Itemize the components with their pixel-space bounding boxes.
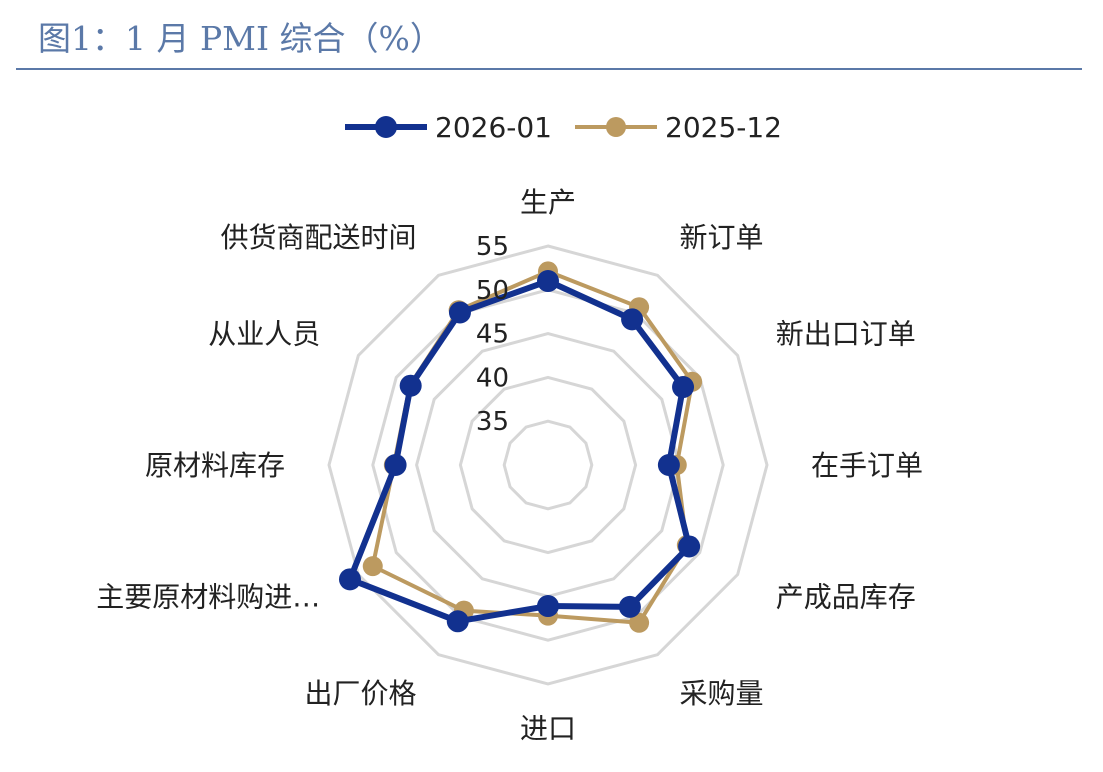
title-underline [16,68,1082,70]
data-point-2026-01 [448,301,471,324]
data-point-2026-01 [384,454,407,476]
data-point-2026-01 [678,535,701,558]
grid-ring [458,375,638,555]
category-label: 供货商配送时间 [220,221,416,254]
category-label: 进口 [520,712,576,745]
data-point-2026-01 [338,568,361,591]
data-point-2026-01 [657,454,680,476]
category-label: 生产 [520,186,576,219]
grid-ring [415,332,681,598]
tick-label: 45 [476,320,509,350]
tick-label: 55 [476,232,509,262]
data-point-2025-12 [362,556,383,577]
legend-label: 2026-01 [435,111,552,144]
radar-series [338,261,703,633]
data-point-2026-01 [446,610,469,633]
tick-label: 35 [476,407,509,437]
legend-label: 2025-12 [665,111,782,144]
data-point-2026-01 [399,374,422,397]
category-label: 出厂价格 [304,677,416,710]
radial-ticks: 35 40 45 50 55 [476,232,509,437]
category-label: 产成品库存 [776,581,916,614]
category-label: 在手订单 [811,449,923,482]
data-point-2026-01 [621,308,644,331]
data-point-2025-12 [629,612,650,633]
category-label: 新出口订单 [776,318,916,351]
data-point-2026-01 [537,270,559,293]
legend: 2026-01 2025-12 [345,111,782,144]
category-label: 原材料库存 [145,449,285,482]
category-label: 新订单 [680,221,764,254]
chart-title: 图1：1 月 PMI 综合（%） [38,19,443,58]
data-point-2026-01 [537,595,559,618]
legend-marker [606,117,626,137]
grid-ring [502,419,594,511]
data-point-2026-01 [618,595,641,618]
tick-label: 40 [476,363,509,393]
legend-marker [375,116,397,138]
tick-label: 50 [476,276,509,306]
category-label: 从业人员 [208,318,320,351]
data-point-2026-01 [672,376,695,399]
category-label: 主要原材料购进… [96,581,320,614]
category-label: 采购量 [680,677,764,710]
series-line-2026-01 [346,278,693,625]
grid-ring [327,244,769,686]
